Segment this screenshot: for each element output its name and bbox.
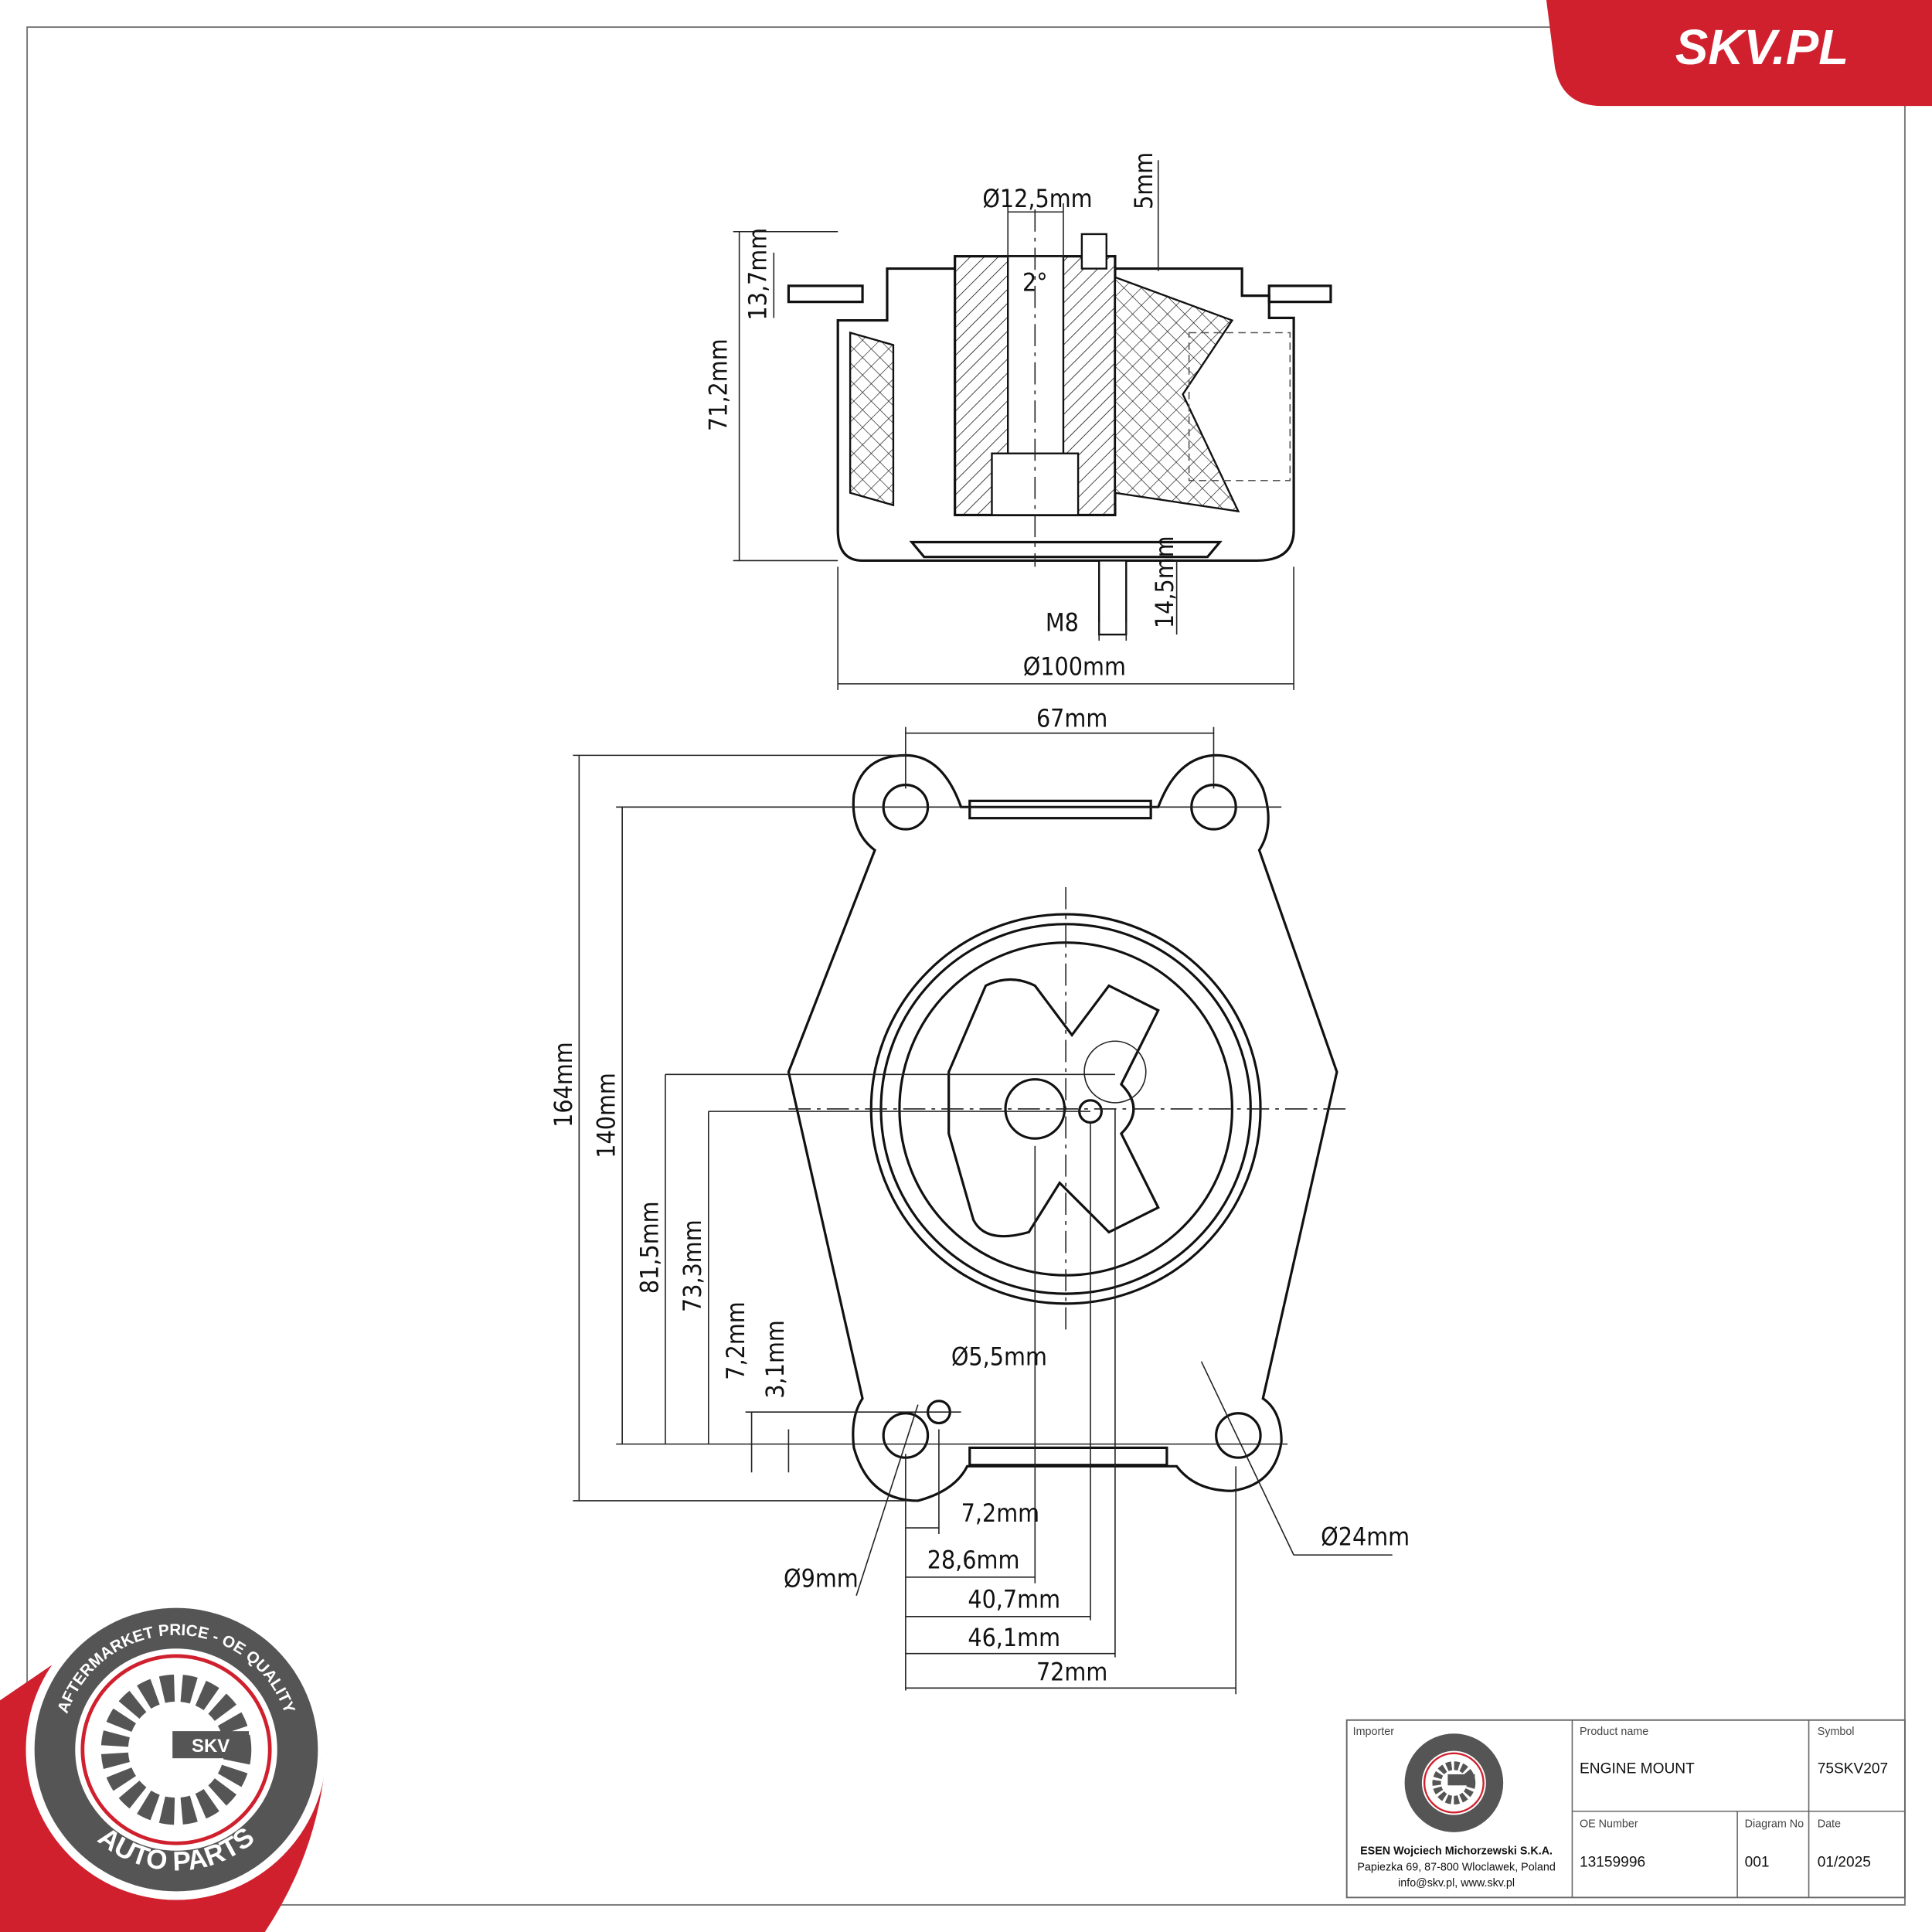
oe-number: 13159996 <box>1580 1854 1645 1870</box>
dim-outer-diameter: Ø100mm <box>1023 652 1126 682</box>
dim-top-hole-spacing: 67mm <box>1036 704 1107 733</box>
symbol-label: Symbol <box>1818 1726 1855 1738</box>
plan-view <box>573 726 1393 1695</box>
oe-number-label: OE Number <box>1580 1818 1638 1830</box>
dim-40-7: 40,7mm <box>968 1585 1060 1614</box>
site-name: SKV.PL <box>1675 19 1849 75</box>
dim-total-height: 71,2mm <box>704 338 733 431</box>
date-value: 01/2025 <box>1818 1854 1871 1870</box>
dim-3-1: 3,1mm <box>760 1320 790 1398</box>
symbol-value: 75SKV207 <box>1818 1760 1888 1777</box>
skv-banner: SKV.PL <box>1546 0 1932 107</box>
diagram-no-label: Diagram No <box>1745 1818 1804 1830</box>
dim-73-3: 73,3mm <box>678 1219 707 1312</box>
dimension-labels: Ø12,5mm 5mm 2° 13,7mm 71,2mm M8 14,5mm Ø… <box>549 152 1410 1687</box>
dim-small-hole: Ø5,5mm <box>951 1342 1047 1372</box>
dim-7-2-vertical: 7,2mm <box>721 1301 750 1379</box>
dim-stud-length: 14,5mm <box>1150 536 1179 628</box>
product-name: ENGINE MOUNT <box>1580 1760 1695 1777</box>
importer-contact: info@skv.pl, www.skv.pl <box>1398 1877 1515 1889</box>
importer-label: Importer <box>1353 1726 1395 1738</box>
dim-flange-height: 13,7mm <box>743 228 773 321</box>
dim-hole-spacing-vertical: 140mm <box>592 1073 621 1158</box>
product-name-label: Product name <box>1580 1726 1648 1738</box>
dim-28-6: 28,6mm <box>927 1546 1020 1575</box>
date-label: Date <box>1818 1818 1841 1830</box>
dim-46-1: 46,1mm <box>968 1623 1060 1652</box>
dim-top-offset: 5mm <box>1129 152 1158 209</box>
title-block: Importer ESEN Wojciech Michorzewski S.K.… <box>1345 1719 1906 1899</box>
dim-boss-diameter: Ø24mm <box>1321 1522 1410 1551</box>
page-border <box>26 26 1906 1906</box>
logo-center-text: SKV <box>192 1736 230 1757</box>
dim-angle: 2° <box>1022 267 1048 297</box>
importer-logo <box>1404 1733 1504 1832</box>
dim-overall-length: 164mm <box>549 1042 578 1128</box>
dim-hole-diameter: Ø9mm <box>784 1564 859 1594</box>
importer-name: ESEN Wojciech Michorzewski S.K.A. <box>1360 1845 1553 1858</box>
importer-address: Papiezka 69, 87-800 Wloclawek, Poland <box>1357 1861 1555 1873</box>
dim-thread: M8 <box>1046 607 1079 637</box>
diagram-no: 001 <box>1745 1854 1770 1870</box>
dim-72: 72mm <box>1036 1658 1107 1687</box>
section-view <box>733 160 1332 690</box>
skv-logo-badge: SKV AFTERMARKET PRICE - OE QUALITY AUTO … <box>0 1599 327 1932</box>
dim-bore-diameter: Ø12,5mm <box>982 184 1092 213</box>
dim-7-2-horizontal: 7,2mm <box>961 1498 1039 1528</box>
dim-81-5: 81,5mm <box>634 1201 664 1294</box>
